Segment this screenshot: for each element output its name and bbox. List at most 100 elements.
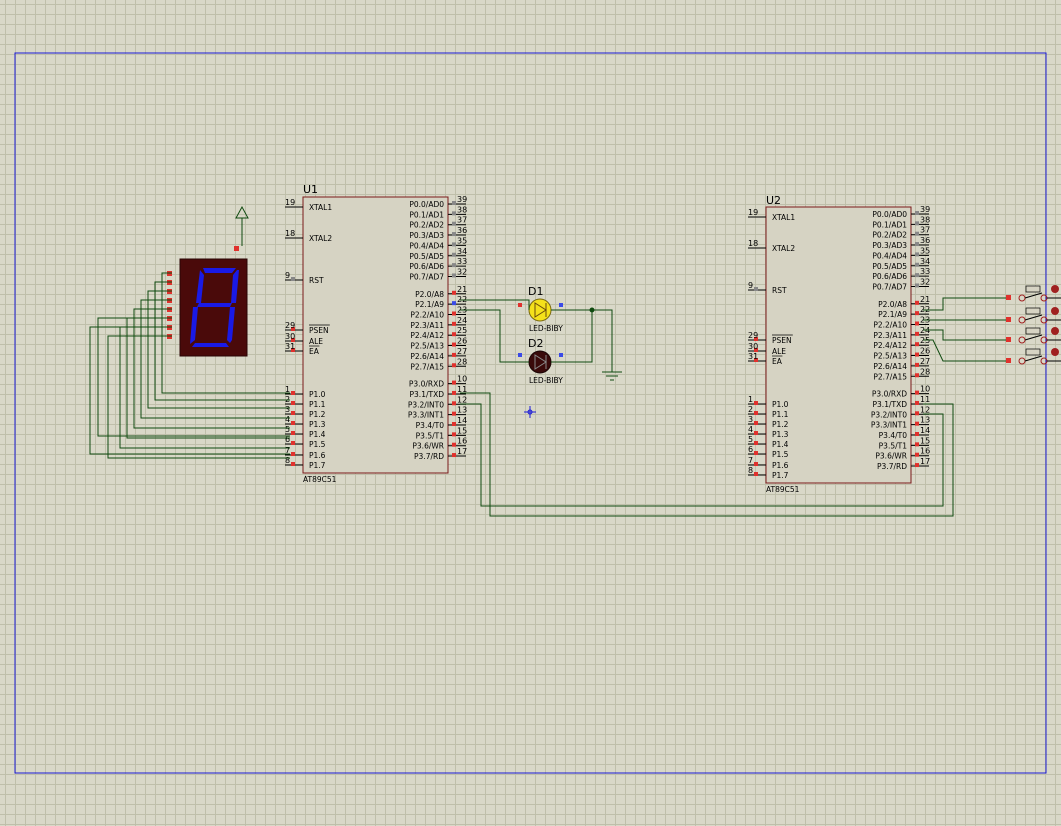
led-d1[interactable]: D1 LED-BIBY: [518, 285, 563, 333]
u1-pin-name: P1.3: [309, 420, 326, 429]
u2-pin-num: 5: [748, 435, 753, 444]
u2-pin-name: P2.3/A11: [873, 331, 907, 340]
u2-pin-num: 4: [748, 425, 753, 434]
ground-icon: [602, 371, 622, 381]
switch-icon[interactable]: [1006, 285, 1061, 302]
u2-pin-num: 19: [748, 208, 758, 217]
u1-pin-3[interactable]: 3P1.2: [285, 405, 326, 419]
u1-pin-4[interactable]: 4P1.3: [285, 415, 326, 429]
seven-segment-display[interactable]: [167, 246, 248, 357]
u2-pin-num: 9: [748, 281, 753, 290]
u2-pin-name: ALE: [772, 347, 786, 356]
u2-pin-name: P3.7/RD: [877, 462, 907, 471]
u2-pin-name: P0.4/AD4: [872, 251, 907, 260]
u1-pin-5[interactable]: 5P1.4: [285, 425, 326, 439]
u1-pin-num: 30: [285, 332, 295, 341]
marker-cross-icon: [524, 406, 536, 418]
switch-icon[interactable]: [1006, 327, 1061, 344]
power-terminal-icon[interactable]: [235, 205, 249, 246]
switch-icon[interactable]: [1006, 307, 1061, 324]
u2-pin-num: 30: [748, 342, 758, 351]
switch-icon[interactable]: [1006, 348, 1061, 365]
u2-pin-6[interactable]: 6P1.5: [748, 445, 789, 459]
u2-pin-8[interactable]: 8P1.7: [748, 466, 789, 480]
u2-pin-5[interactable]: 5P1.4: [748, 435, 789, 449]
u2-pin-num: 1: [748, 395, 753, 404]
wires-led: [460, 299, 613, 372]
u2-pin-name: P2.6/A14: [873, 362, 907, 371]
u1-pin-name: P3.3/INT1: [408, 411, 444, 420]
u2-pin-7[interactable]: 7P1.6: [748, 456, 789, 470]
u2-pin-3[interactable]: 3P1.2: [748, 415, 789, 429]
u2-pin-name: P0.3/AD3: [872, 241, 907, 250]
u1-pin-6[interactable]: 6P1.5: [285, 435, 326, 449]
u1-pin-8[interactable]: 8P1.7: [285, 456, 326, 470]
d2-ref-label: D2: [528, 337, 543, 350]
switch-bank[interactable]: [1006, 285, 1061, 365]
u2-chip[interactable]: U2 AT89C51 19XTAL118XTAL29RST29PSEN30ALE…: [748, 194, 930, 494]
u2-pin-name: P1.1: [772, 410, 789, 419]
u1-pin-name: RST: [309, 276, 324, 285]
u1-pin-7[interactable]: 7P1.6: [285, 446, 326, 460]
u1-pin-1[interactable]: 1P1.0: [285, 385, 326, 399]
u2-pin-1[interactable]: 1P1.0: [748, 395, 789, 409]
led-d2[interactable]: D2 LED-BIBY: [518, 337, 563, 385]
u2-pin-2[interactable]: 2P1.1: [748, 405, 789, 419]
u2-pin-4[interactable]: 4P1.3: [748, 425, 789, 439]
u1-chip[interactable]: U1 AT89C51 19XTAL118XTAL29RST29PSEN30ALE…: [285, 183, 467, 484]
u2-pin-num: 38: [920, 215, 930, 224]
